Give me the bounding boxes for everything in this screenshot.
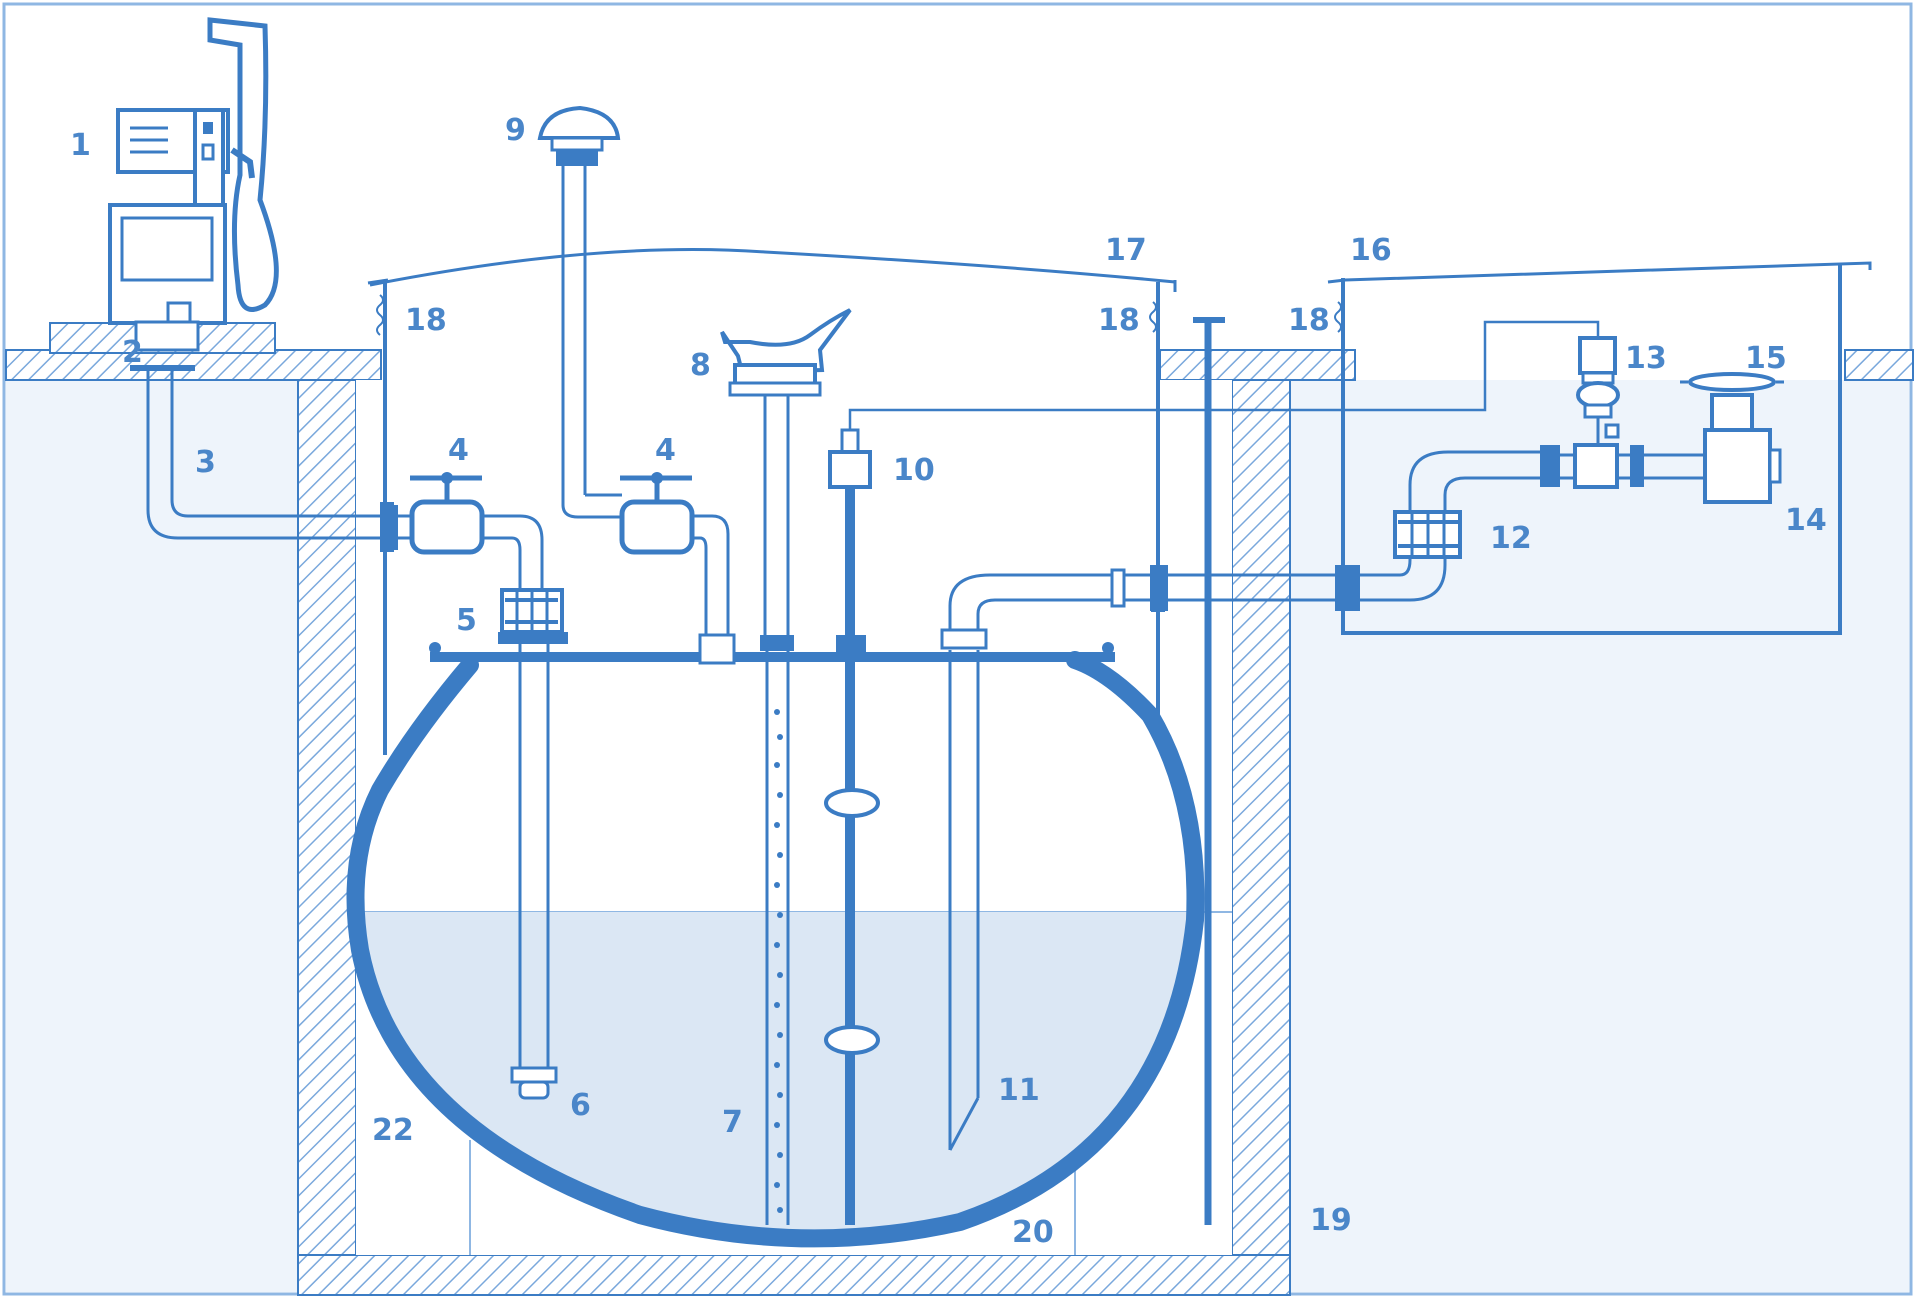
- callout-14: 14: [1785, 503, 1827, 538]
- pump-assembly: [1540, 336, 1784, 504]
- pipe-3-outer: [146, 370, 412, 540]
- suction-pipe-6: [510, 644, 558, 1100]
- callout-7: 7: [722, 1105, 743, 1140]
- tank-shell: [346, 651, 1205, 1248]
- fill-pipe-7: [760, 635, 794, 1225]
- callout-4-right: 4: [655, 433, 676, 468]
- callout-19: 19: [1310, 1203, 1352, 1238]
- gas-dispenser: [108, 17, 279, 325]
- callout-9: 9: [505, 113, 526, 148]
- level-gauge-10: [824, 320, 1600, 1225]
- fill-cap-8: [720, 308, 852, 640]
- callout-6: 6: [570, 1088, 591, 1123]
- callout-18-middle: 18: [1098, 303, 1140, 338]
- vertical-rod-19: [1193, 317, 1225, 1225]
- callout-13: 13: [1625, 341, 1667, 376]
- callout-1: 1: [70, 128, 91, 163]
- callout-11: 11: [998, 1073, 1040, 1108]
- callout-22: 22: [372, 1113, 414, 1148]
- pipe-11: [940, 573, 1115, 1151]
- callout-2: 2: [122, 335, 143, 370]
- flange-5: [498, 588, 568, 644]
- callout-20: 20: [1012, 1215, 1054, 1250]
- callout-15: 15: [1745, 341, 1787, 376]
- valve-4-left: [409, 472, 544, 590]
- callout-18-right: 18: [1288, 303, 1330, 338]
- pump-housing-16: [1327, 261, 1872, 635]
- callout-5: 5: [456, 603, 477, 638]
- dispenser-base-valve: [134, 320, 200, 352]
- callout-labels: 1 2 3 4 4 5 6 7 8 9 10 11 12 13 14 15 16…: [70, 113, 1827, 1250]
- callout-17: 17: [1105, 233, 1147, 268]
- callout-18-left: 18: [405, 303, 447, 338]
- tank-top-flange: [429, 642, 1115, 662]
- filter-12: [1393, 450, 1540, 559]
- valve-4-right: [619, 472, 736, 665]
- seals-18: [376, 294, 1342, 612]
- callout-4-left: 4: [448, 433, 469, 468]
- breather-valve-9: [537, 105, 622, 519]
- callout-3: 3: [195, 445, 216, 480]
- callout-16: 16: [1350, 233, 1392, 268]
- tank-housing-cover: [369, 247, 1176, 287]
- callout-12: 12: [1490, 521, 1532, 556]
- callout-8: 8: [690, 348, 711, 383]
- callout-10: 10: [893, 453, 935, 488]
